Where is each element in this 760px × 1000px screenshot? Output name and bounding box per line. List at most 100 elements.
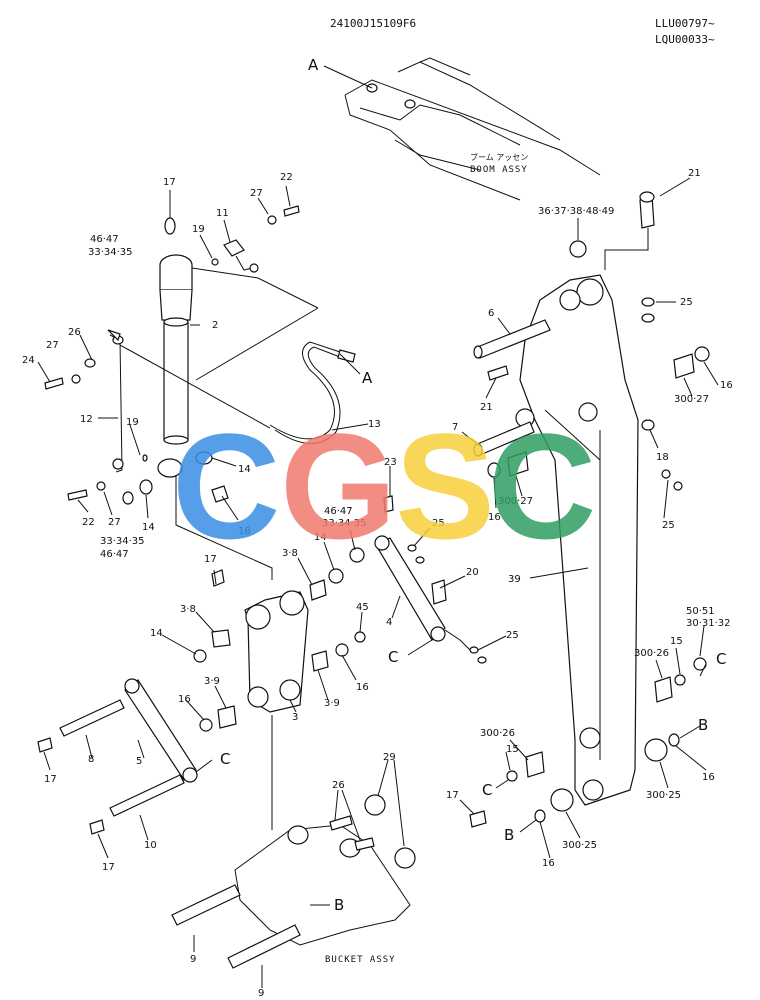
callout-label: B xyxy=(504,826,514,844)
callout-label: 16 xyxy=(488,512,501,523)
callout-label: 29 xyxy=(383,752,396,763)
leader-lines xyxy=(37,65,719,988)
watermark-letter-g: G xyxy=(280,402,397,570)
bucket-assy-label: BUCKET ASSY xyxy=(325,955,396,965)
boom-assy-jp: ブーム アッセン xyxy=(470,152,528,162)
callout-label: 26 xyxy=(332,780,345,791)
callout-label: 46·47 xyxy=(90,234,119,245)
callout-label: C xyxy=(388,648,398,666)
bucket-assembly: BUCKET ASSY xyxy=(171,715,416,969)
callout-labels: A A 17 46·47 33·34·35 19 11 27 22 2 26 2… xyxy=(22,56,733,999)
callout-label: 25 xyxy=(680,297,693,308)
arm-body xyxy=(469,191,710,828)
callout-label: A xyxy=(362,369,373,387)
callout-label: 8 xyxy=(88,754,94,765)
callout-label: 22 xyxy=(280,172,293,183)
callout-label: 33·34·35 xyxy=(88,247,133,258)
callout-label: 22 xyxy=(82,517,95,528)
callout-label: 17 xyxy=(446,790,459,801)
callout-label: 300·25 xyxy=(646,790,681,801)
callout-label: 25 xyxy=(662,520,675,531)
callout-label: 25 xyxy=(432,518,445,529)
part-code: 24100J15109F6 xyxy=(330,17,416,30)
callout-label: 16 xyxy=(356,682,369,693)
callout-label: 33·34·35 xyxy=(322,518,367,529)
callout-label: 3·8 xyxy=(180,604,196,615)
callout-label: 300·27 xyxy=(498,496,533,507)
callout-label: 36·37·38·48·49 xyxy=(538,206,614,217)
boom-assy-label: BOOM ASSY xyxy=(470,165,528,175)
callout-label: 30·31·32 xyxy=(686,618,731,629)
callout-label: 20 xyxy=(466,567,479,578)
callout-label: 33·34·35 xyxy=(100,536,145,547)
callout-label: 6 xyxy=(488,308,494,319)
callout-label: 17 xyxy=(204,554,217,565)
callout-label: 27 xyxy=(108,517,121,528)
callout-label: 10 xyxy=(144,840,157,851)
callout-label: 11 xyxy=(216,208,229,219)
callout-label: 300·25 xyxy=(562,840,597,851)
serial-range-2: LQU00033~ xyxy=(655,33,715,46)
callout-label: C xyxy=(220,750,230,768)
callout-label: 16 xyxy=(542,858,555,869)
callout-label: C xyxy=(716,650,726,668)
callout-label: 45 xyxy=(356,602,369,613)
callout-label: 50·51 xyxy=(686,606,715,617)
callout-label: 24 xyxy=(22,355,35,366)
callout-label: 46·47 xyxy=(100,549,129,560)
callout-label: 21 xyxy=(688,168,701,179)
callout-label: 3·9 xyxy=(204,676,220,687)
callout-label: 300·27 xyxy=(674,394,709,405)
callout-label: 26 xyxy=(68,327,81,338)
callout-label: 23 xyxy=(384,457,397,468)
callout-label: 14 xyxy=(150,628,163,639)
callout-label: 9 xyxy=(258,988,264,999)
callout-label: 16 xyxy=(720,380,733,391)
callout-label: 15 xyxy=(670,636,683,647)
callout-label: 3·8 xyxy=(282,548,298,559)
callout-label: B xyxy=(334,896,344,914)
callout-label: 27 xyxy=(250,188,263,199)
callout-label: 2 xyxy=(212,320,218,331)
callout-label: 16 xyxy=(178,694,191,705)
callout-label: 3·9 xyxy=(324,698,340,709)
arm-cylinder xyxy=(44,205,356,580)
watermark-letter-s: S xyxy=(395,402,495,570)
callout-label: 19 xyxy=(126,417,139,428)
callout-label: 18 xyxy=(238,526,251,537)
callout-label: C xyxy=(482,781,492,799)
callout-label: 300·26 xyxy=(480,728,515,739)
callout-label: 19 xyxy=(192,224,205,235)
callout-label: 13 xyxy=(368,419,381,430)
callout-label: 16 xyxy=(702,772,715,783)
callout-label: 14 xyxy=(314,532,327,543)
callout-label: 39 xyxy=(508,574,521,585)
callout-label: 9 xyxy=(190,954,196,965)
watermark-letter-c: C xyxy=(488,402,596,570)
cgsc-watermark: C G S C xyxy=(172,402,596,570)
callout-label: 15 xyxy=(506,744,519,755)
callout-label: 14 xyxy=(238,464,251,475)
callout-label: 46·47 xyxy=(324,506,353,517)
callout-label: 27 xyxy=(46,340,59,351)
callout-label: 17 xyxy=(163,177,176,188)
callout-label: 300·26 xyxy=(634,648,669,659)
bucket-link-assembly xyxy=(37,495,487,835)
callout-label: 12 xyxy=(80,414,93,425)
callout-label: 21 xyxy=(480,402,493,413)
callout-label: 7 xyxy=(452,422,458,433)
callout-label: B xyxy=(698,716,708,734)
callout-label: 18 xyxy=(656,452,669,463)
serial-range-1: LLU00797~ xyxy=(655,17,715,30)
boom-assembly: ブーム アッセン BOOM ASSY xyxy=(344,57,601,201)
callout-label: 4 xyxy=(386,617,392,628)
callout-label: 17 xyxy=(44,774,57,785)
callout-label: 17 xyxy=(102,862,115,873)
callout-label: 14 xyxy=(142,522,155,533)
watermark-letter-c: C xyxy=(172,402,280,570)
callout-label: 25 xyxy=(506,630,519,641)
callout-label: 3 xyxy=(292,712,298,723)
callout-label: 5 xyxy=(136,756,142,767)
